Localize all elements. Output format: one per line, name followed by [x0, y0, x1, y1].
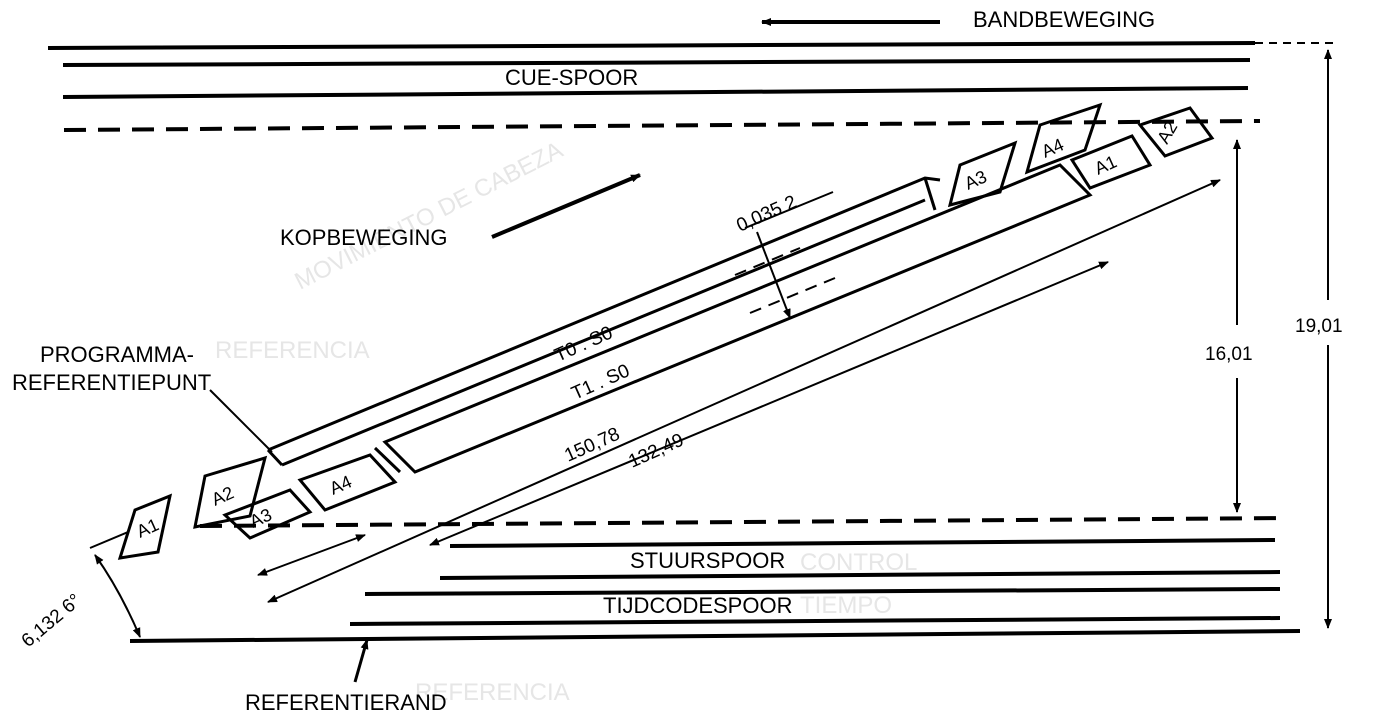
svg-text:A2: A2: [208, 482, 236, 509]
tape-width-dimension: [1255, 42, 1335, 629]
video-area-width-value: 16,01: [1205, 344, 1253, 365]
ghost-reference-text: REFERENCIA: [215, 337, 370, 364]
track-t1-label: T1 . S0: [568, 360, 632, 404]
ghost-head-motion-text: MOVIMIENTO DE CABEZA: [290, 136, 567, 295]
control-track-label: STUURSPOOR: [630, 548, 785, 573]
tape-motion-label: BANDBEWEGING: [973, 7, 1155, 32]
length-total-value: 150,78: [561, 424, 623, 467]
sync-block-a1-right: A1: [1069, 134, 1153, 190]
helical-track-t1: [373, 163, 1093, 474]
ghost-edge-text: REFERENCIA: [415, 679, 570, 706]
ghost-timecode-text: TIEMPO: [800, 592, 892, 619]
head-motion-label: KOPBEWEGING: [280, 225, 447, 250]
sync-block-a3-left: A3: [222, 488, 313, 540]
reference-edge-label: REFERENTIERAND: [245, 690, 447, 715]
cue-track-lines: [47, 41, 1256, 99]
svg-text:A1: A1: [133, 514, 161, 541]
timecode-track-label: TIJDCODESPOOR: [603, 593, 792, 618]
svg-text:A1: A1: [1091, 151, 1119, 178]
track-angle-dimension: [89, 531, 141, 638]
track-pitch-value: 0,035 2: [733, 192, 799, 237]
length-dimension-132: [257, 261, 1109, 576]
sync-block-a1-left: A1: [117, 493, 173, 560]
sync-block-a3-right: A3: [947, 140, 1018, 208]
cue-track-label: CUE-SPOOR: [505, 65, 638, 90]
ghost-control-text: CONTROL: [800, 549, 917, 576]
reference-edge-arrow: [353, 639, 369, 683]
svg-text:A3: A3: [961, 166, 989, 193]
sync-block-a4-right: A4: [1024, 102, 1103, 175]
length-video-value: 132,49: [625, 430, 687, 473]
track-angle-value: 6,132 6°: [18, 590, 86, 652]
svg-text:A4: A4: [326, 471, 354, 498]
video-area-top-boundary: [63, 119, 1261, 132]
program-reference-label-line1: PROGRAMMA-: [40, 342, 194, 367]
tape-width-value: 19,01: [1295, 316, 1343, 337]
sync-block-a2-right: A2: [1137, 106, 1215, 158]
helical-track-t0: [266, 176, 941, 467]
program-reference-label-line2: REFERENTIEPUNT: [12, 370, 211, 395]
video-area-bottom-boundary: [199, 516, 1286, 528]
program-reference-leader: [209, 389, 273, 453]
sync-block-a4-left: A4: [297, 453, 398, 512]
tape-motion-indicator: BANDBEWEGING: [761, 7, 1155, 32]
